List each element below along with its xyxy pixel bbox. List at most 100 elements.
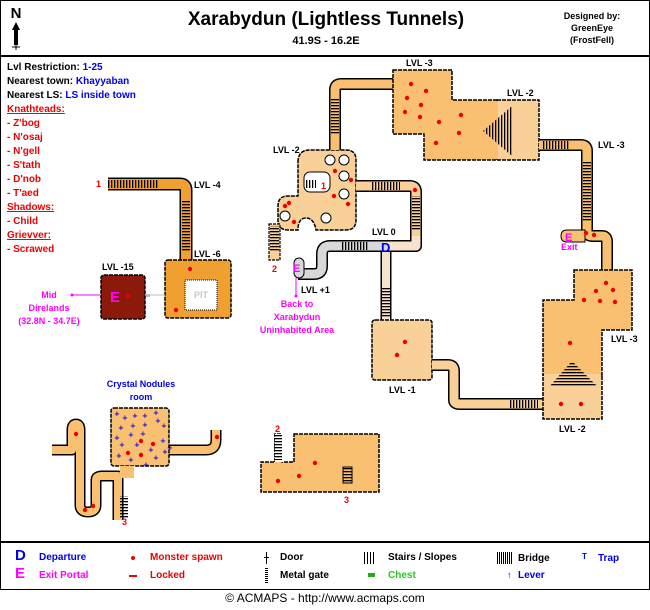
monster-spawn-icon	[603, 280, 609, 286]
room-lvl-3-lower	[542, 269, 633, 420]
monster-name: - N'gell	[7, 146, 40, 157]
legend-stairs: Stairs / Slopes	[388, 552, 457, 563]
svg-text:+: +	[128, 431, 134, 439]
pit-label: PIT	[194, 290, 209, 300]
locked-icon	[129, 575, 137, 577]
connector-end	[146, 294, 150, 297]
north-arrow-icon	[12, 22, 20, 50]
monster-spawn-icon	[591, 232, 597, 238]
legend-bridge: Bridge	[518, 553, 550, 564]
stairs-icon	[382, 288, 390, 318]
room-link-2-3: 2 3	[260, 424, 380, 505]
monster-spawn-icon	[423, 88, 429, 94]
stairs-icon	[182, 200, 190, 252]
stairs-icon	[412, 196, 420, 230]
monster-group-heading: Shadows:	[7, 202, 55, 213]
monster-name: - S'tath	[7, 160, 41, 171]
svg-text:+: +	[167, 444, 173, 452]
monster-spawn-icon	[138, 438, 144, 444]
stairs-icon	[364, 552, 374, 564]
monster-spawn-icon	[578, 401, 584, 407]
stairs-icon	[583, 162, 591, 222]
link-marker-3: 3	[122, 517, 127, 527]
monster-group-heading: Grievver:	[7, 230, 51, 241]
svg-text:+: +	[161, 422, 167, 430]
stairs-icon	[542, 141, 570, 149]
monster-name: - D'nob	[7, 174, 42, 185]
legend-departure: Departure	[39, 552, 87, 563]
monster-spawn-icon	[404, 95, 410, 101]
lvl-restriction-value: 1-25	[82, 62, 103, 73]
monster-spawn-icon	[138, 452, 144, 458]
exit-portal-marker[interactable]: E	[293, 263, 300, 275]
monster-spawn-icon	[583, 230, 589, 236]
info-panel: Lvl Restriction: 1-25 Nearest town: Khay…	[7, 61, 136, 257]
monster-spawn-icon	[412, 187, 418, 193]
monster-spawn-icon	[345, 201, 351, 207]
departure-icon: D	[15, 547, 26, 564]
monster-spawn-icon	[131, 556, 135, 560]
monster-spawn-icon	[125, 450, 131, 456]
portal-link-dot	[294, 294, 298, 298]
copyright-footer: © ACMAPS - http://www.acmaps.com	[225, 591, 425, 605]
link-marker-1: 1	[321, 181, 326, 191]
map-coordinates: 41.9S - 16.2E	[292, 35, 360, 47]
monster-name: - Z'bog	[7, 118, 40, 129]
level-label: LVL -3	[406, 58, 433, 68]
door-icon	[266, 552, 267, 564]
svg-text:+: +	[142, 412, 148, 420]
legend-exit-portal: Exit Portal	[39, 570, 89, 581]
monster-spawn-icon	[458, 112, 464, 118]
monster-name: - T'aed	[7, 188, 39, 199]
monster-group-heading: Knathteads:	[7, 104, 65, 115]
crystal-room-label: room	[130, 392, 153, 402]
nearest-ls-value: LS inside town	[65, 90, 136, 101]
bridge-icon	[497, 552, 512, 564]
monster-name: - Scrawed	[7, 244, 55, 255]
legend-lever: Lever	[518, 570, 545, 581]
trap-icon: T	[582, 552, 587, 561]
monster-spawn-icon	[394, 352, 400, 358]
portal-destination-line: Xarabydun	[274, 312, 321, 322]
level-label: LVL 0	[372, 227, 396, 237]
nearest-town-value: Khayyaban	[75, 76, 130, 87]
room-lvl-2-center: 1	[277, 149, 357, 231]
dungeon-map: PIT E 1 2	[18, 58, 638, 527]
monster-name: - N'osaj	[7, 132, 43, 143]
nearest-town-label: Nearest town:	[7, 76, 74, 87]
monster-name: - Child	[7, 216, 39, 227]
pit	[184, 279, 218, 311]
lvl-restriction: Lvl Restriction: 1-25	[7, 61, 136, 75]
north-indicator: N	[9, 5, 23, 50]
level-label: LVL -6	[194, 249, 221, 259]
page-title: Xarabydun (Lightless Tunnels)	[187, 9, 465, 30]
stairs-icon	[342, 466, 353, 484]
level-label: LVL -3	[611, 334, 638, 344]
legend-monster-spawn: Monster spawn	[150, 552, 223, 563]
portal-destination-line: Direlands	[28, 303, 69, 313]
svg-text:+: +	[140, 430, 146, 438]
exit-portal-marker[interactable]: E	[565, 232, 572, 244]
svg-text:+: +	[116, 452, 122, 460]
chest-icon	[368, 573, 375, 577]
level-label: LVL -2	[273, 145, 300, 155]
svg-text:+: +	[132, 412, 138, 420]
svg-text:+: +	[143, 461, 149, 469]
monster-spawn-icon	[312, 460, 318, 466]
portal-link-dot	[70, 293, 74, 297]
monster-spawn-icon	[436, 119, 442, 125]
legend-door: Door	[280, 552, 304, 563]
nearest-town: Nearest town: Khayyaban	[7, 75, 136, 89]
monster-spawn-icon	[82, 507, 88, 513]
exit-label: Exit	[561, 242, 578, 252]
monster-spawn-icon	[610, 287, 616, 293]
tunnel-lvl-4	[108, 177, 193, 262]
monster-spawn-icon	[417, 114, 423, 120]
portal-destination-line: Back to	[281, 299, 314, 309]
legend-chest: Chest	[388, 570, 416, 581]
stairs-icon	[274, 434, 282, 460]
slope-icon	[549, 361, 598, 387]
departure-marker[interactable]: D	[381, 240, 390, 255]
exit-portal-marker[interactable]: E	[110, 289, 120, 306]
monster-spawn-icon	[291, 219, 297, 225]
